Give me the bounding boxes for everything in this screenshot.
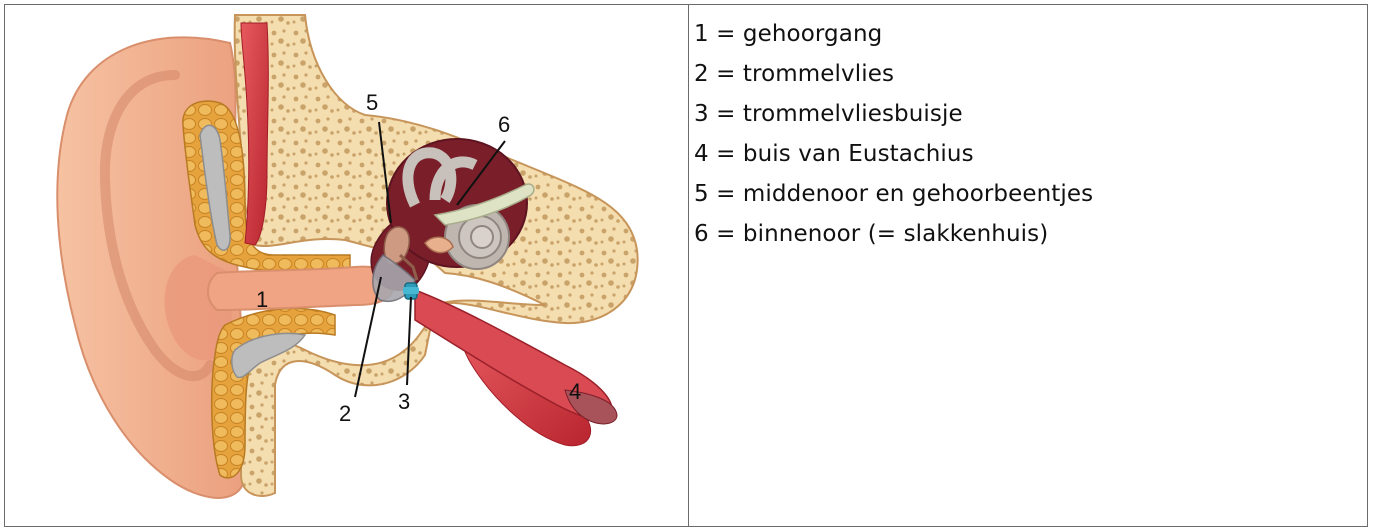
label-1: 1: [256, 287, 268, 312]
label-3: 3: [398, 389, 410, 414]
ear-diagram-cell: 1 2 3 4 5 6: [5, 5, 688, 526]
legend-item: 6 = binnenoor (= slakkenhuis): [694, 214, 1367, 254]
legend-item: 5 = middenoor en gehoorbeentjes: [694, 174, 1367, 214]
layout-table: 1 2 3 4 5 6 1 = gehoorgang 2 = trommelvl…: [4, 4, 1368, 527]
tympanostomy-tube: [403, 283, 419, 299]
ear-canal: [208, 267, 393, 310]
legend-item: 4 = buis van Eustachius: [694, 134, 1367, 174]
ear-anatomy-diagram: 1 2 3 4 5 6: [5, 5, 688, 526]
legend-item: 1 = gehoorgang: [694, 14, 1367, 54]
label-5: 5: [366, 90, 378, 115]
label-2: 2: [339, 401, 351, 426]
label-6: 6: [498, 112, 510, 137]
label-4: 4: [569, 379, 581, 404]
legend-item: 3 = trommelvliesbuisje: [694, 94, 1367, 134]
legend-item: 2 = trommelvlies: [694, 54, 1367, 94]
legend-cell: 1 = gehoorgang 2 = trommelvlies 3 = trom…: [689, 5, 1367, 526]
legend-list: 1 = gehoorgang 2 = trommelvlies 3 = trom…: [689, 5, 1367, 254]
